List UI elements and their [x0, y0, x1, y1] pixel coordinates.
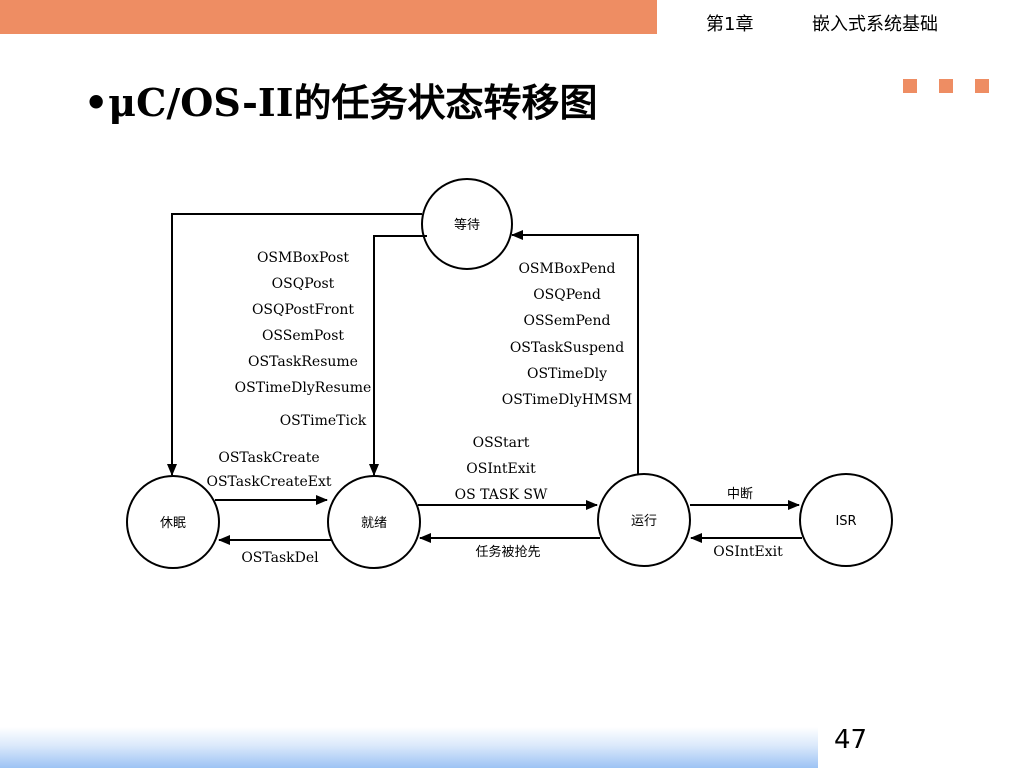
page-number: 47 — [834, 725, 868, 755]
footer-gradient-bar — [0, 727, 818, 768]
chapter-label: 第1章 — [706, 14, 754, 35]
label-running-to-waiting: OSTimeDly — [527, 366, 607, 382]
label-waiting-to-ready: OSSemPost — [262, 328, 344, 344]
node-running: 运行 — [597, 473, 691, 567]
label-waiting-to-ready: OSTimeDlyResume — [235, 380, 372, 396]
node-isr: ISR — [799, 473, 893, 567]
slide-title: •μC/OS-II的任务状态转移图 — [84, 80, 598, 125]
label-running-to-isr: 中断 — [727, 487, 753, 502]
header-accent-bar — [0, 0, 657, 34]
label-waiting-to-ready: OSQPostFront — [252, 302, 354, 318]
node-dormant: 休眠 — [126, 475, 220, 569]
chapter-title: 嵌入式系统基础 — [812, 14, 938, 35]
node-waiting-label: 等待 — [454, 217, 480, 233]
label-waiting-to-ready: OSTaskResume — [248, 354, 358, 370]
label-dormant-to-ready: OSTaskCreateExt — [206, 474, 331, 490]
label-running-to-waiting: OSSemPend — [523, 313, 610, 329]
label-ready-to-dormant: OSTaskDel — [241, 550, 319, 566]
label-ready-to-running: OS TASK SW — [455, 487, 548, 503]
label-waiting-to-ready: OSQPost — [272, 276, 335, 292]
square-icon — [975, 79, 989, 93]
label-running-to-waiting: OSTimeDlyHMSM — [502, 392, 633, 408]
node-isr-label: ISR — [835, 514, 856, 529]
node-ready-label: 就绪 — [361, 516, 387, 531]
label-running-to-waiting: OSMBoxPend — [518, 261, 615, 277]
label-isr-to-running: OSIntExit — [713, 544, 783, 560]
label-dormant-to-ready: OSTaskCreate — [218, 450, 319, 466]
square-icon — [903, 79, 917, 93]
label-waiting-to-ready: OSMBoxPost — [257, 250, 349, 266]
node-dormant-label: 休眠 — [160, 516, 186, 531]
node-running-label: 运行 — [631, 514, 657, 529]
label-running-to-waiting: OSTaskSuspend — [510, 340, 624, 356]
label-running-to-ready: 任务被抢先 — [475, 544, 540, 560]
label-ready-to-running: OSIntExit — [466, 461, 536, 477]
label-ready-to-running: OSStart — [473, 435, 530, 451]
node-waiting: 等待 — [421, 178, 513, 270]
label-running-to-waiting: OSQPend — [533, 287, 601, 303]
edge-waiting-to-dormant — [167, 213, 422, 476]
node-ready: 就绪 — [327, 475, 421, 569]
edge-waiting-to-ready — [369, 235, 427, 476]
label-waiting-to-ready: OSTimeTick — [280, 413, 367, 429]
square-icon — [939, 79, 953, 93]
edge-running-to-waiting — [511, 230, 639, 474]
